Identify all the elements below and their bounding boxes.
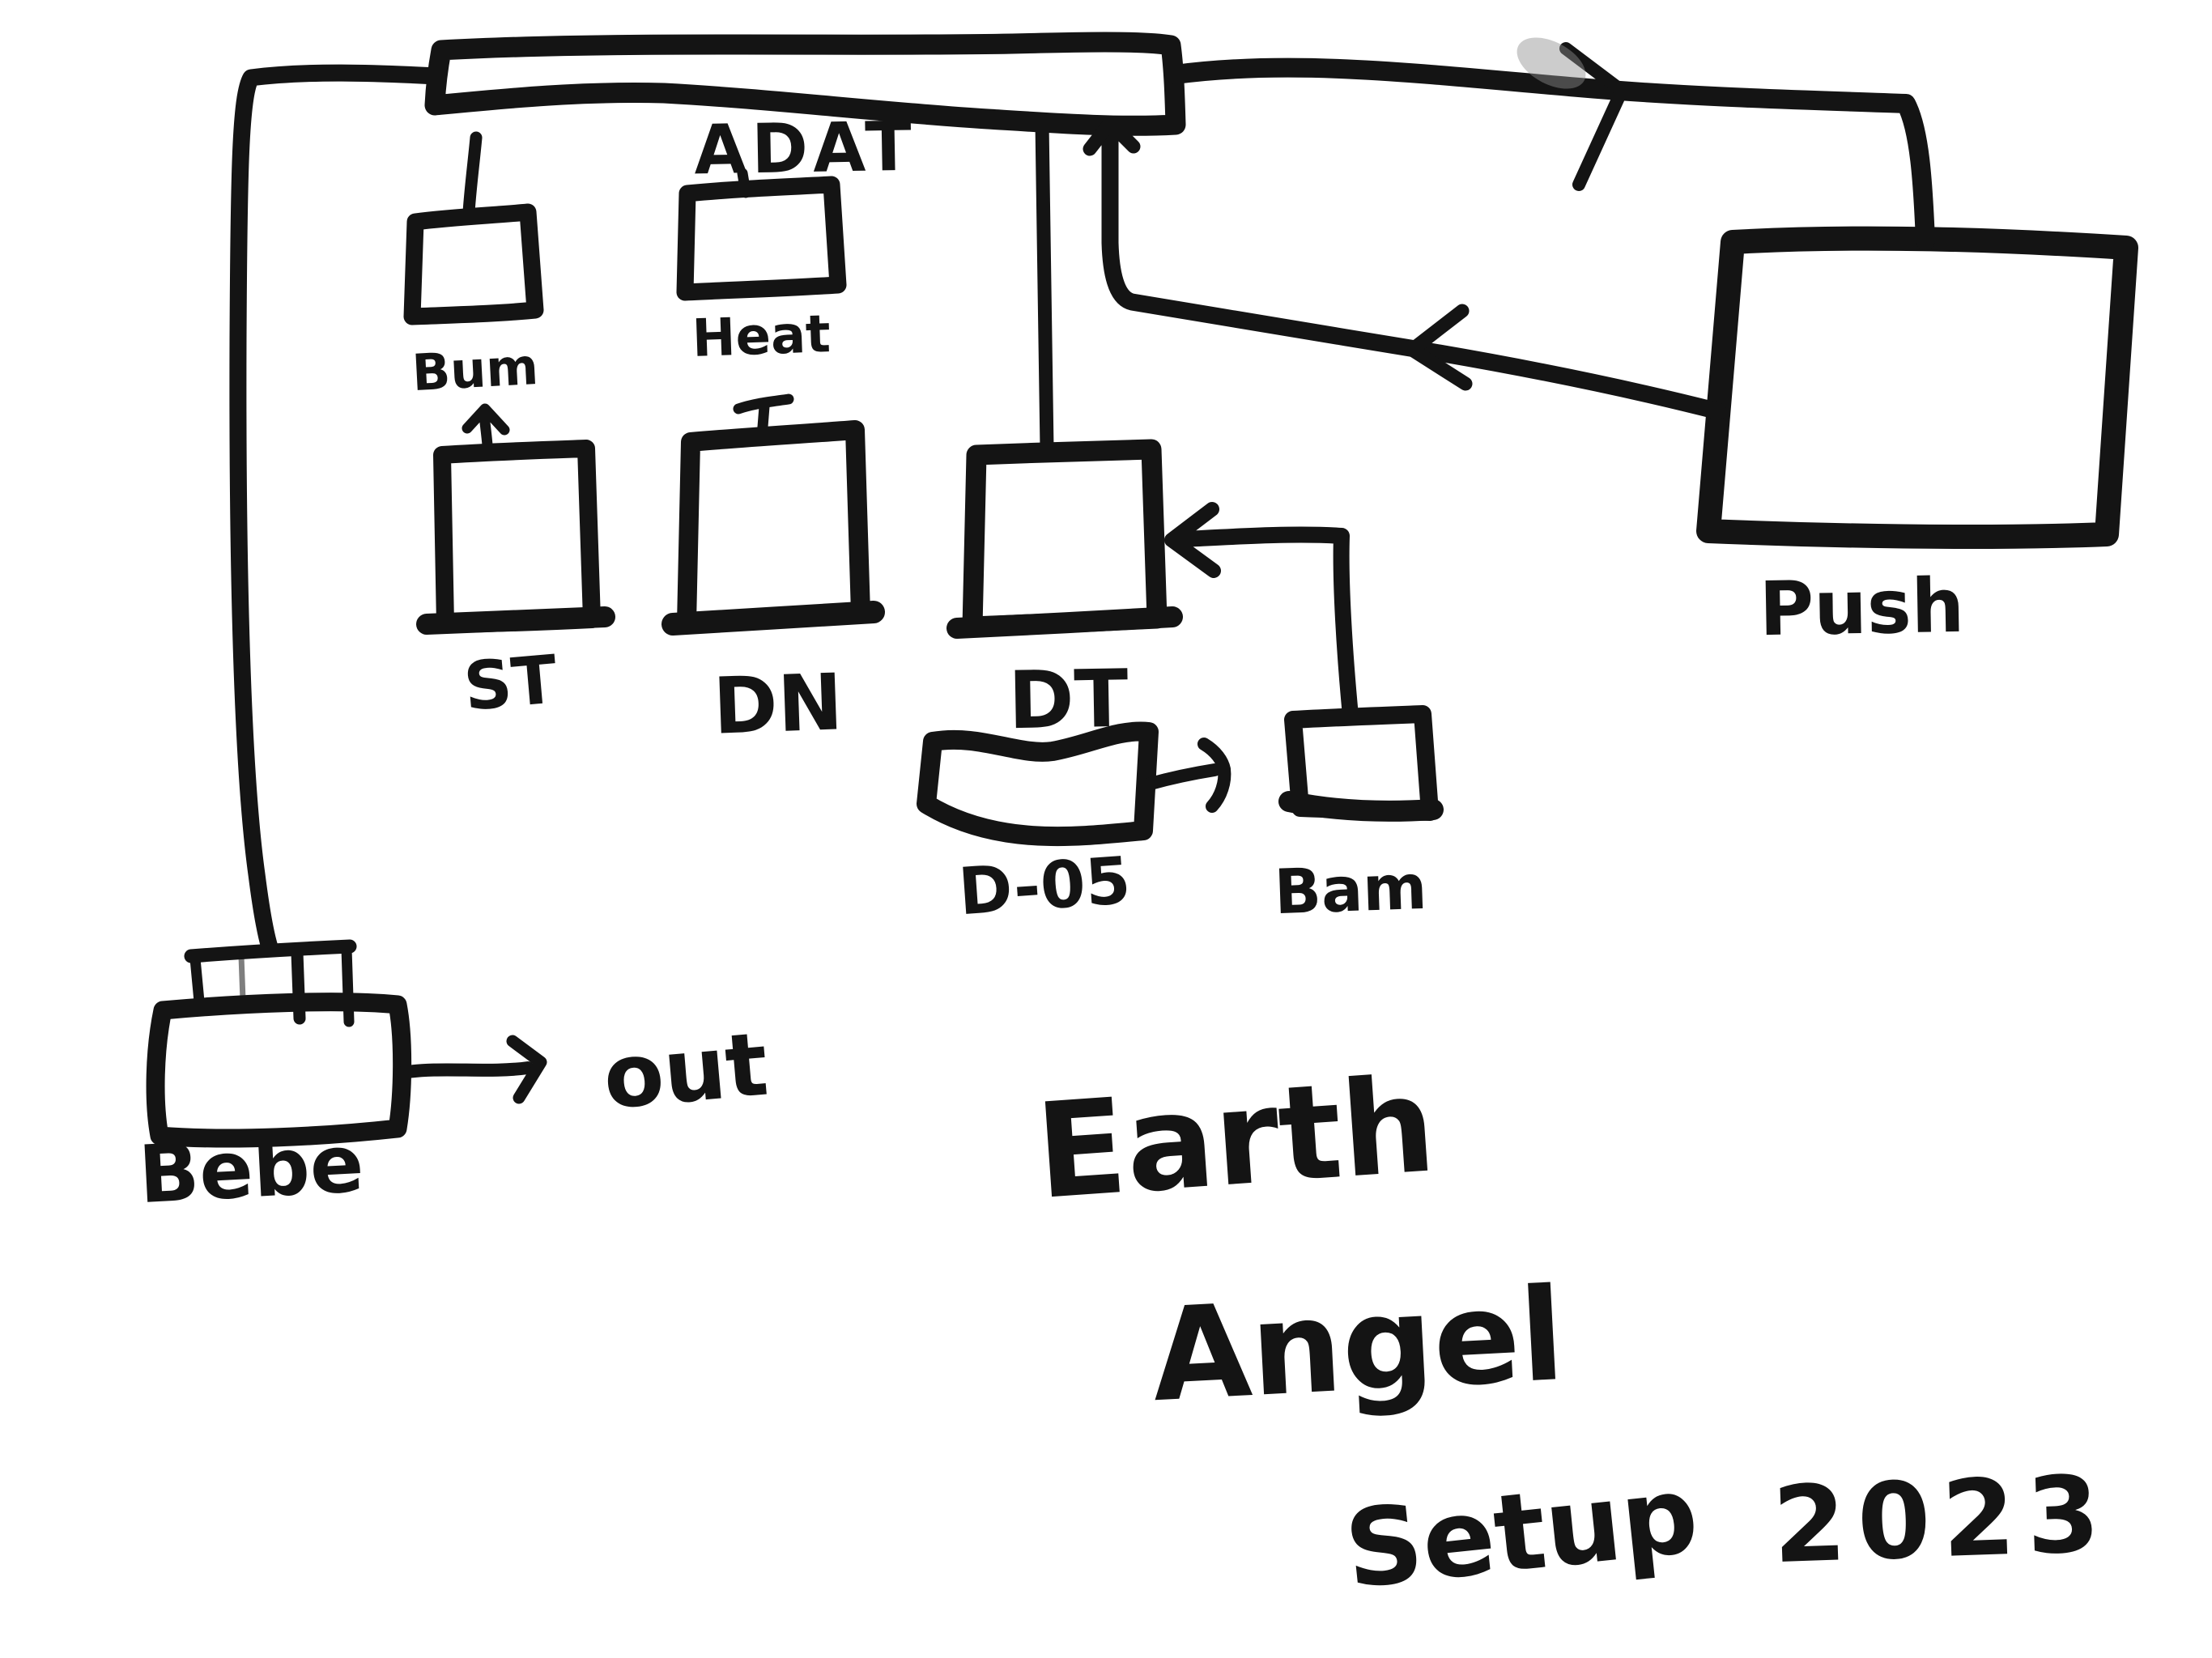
st-label: ST [461,641,560,726]
arrowhead-up-bar [1083,116,1141,156]
arrowhead-up-bum [462,403,510,436]
heat-label: Heat [691,304,832,369]
bebe-label: Bebe [137,1118,366,1222]
bam-label: Bam [1273,851,1427,929]
dn-box [677,420,870,633]
dn-box-bottom-stroke [661,601,885,636]
out-label: out [599,1014,772,1129]
bum-label: Bum [410,337,540,402]
tick-bar-to-bum [462,131,483,219]
label-layer: ADAT Bum Heat ST DN DT D-05 Bam Push Beb… [137,107,2113,1613]
bebe-top-rail [184,939,357,963]
arrowhead-left-dt [1164,502,1221,578]
d05-box [917,721,1159,847]
heat-box-nub [737,168,751,198]
pen-smudge [1516,37,1586,89]
arrow-bam-to-dt [1176,526,1359,724]
arrow-d05-to-bam [1144,763,1221,790]
arrow-st-to-bum [479,409,493,451]
bam-box-bottom-stroke [1278,791,1444,822]
arrowhead-left-pushline [1405,304,1473,391]
bebe-body [146,993,412,1148]
st-box-bottom-stroke [416,606,615,635]
title-line-earth: Earth [1032,1049,1440,1229]
push-box [1696,226,2138,549]
arrowhead-right-bam [1197,738,1231,813]
st-box [433,440,601,633]
dn-t-connector-cap [733,393,794,414]
push-label: Push [1759,563,1965,653]
arrow-bebe-out [396,1061,534,1079]
line-push-to-bar [1101,119,1727,420]
cable-bar-to-bebe [229,64,446,956]
title-year: 2023 [1771,1452,2113,1587]
dn-t-connector-stem [756,401,770,443]
bum-box [403,203,544,325]
d05-label: D-05 [956,843,1133,930]
title-line-angel: Angel [1148,1261,1568,1431]
adat-label: ADAT [693,107,917,190]
ink-layer [146,32,2138,1148]
dt-box [962,439,1168,637]
dt-label: DT [1007,653,1129,748]
line-bar-to-push [1166,57,1935,250]
title-line-setup: Setup [1339,1452,1704,1613]
line-bar-to-dt [1035,116,1054,456]
dt-box-bottom-stroke [946,606,1183,639]
arrowhead-right-out [506,1035,547,1104]
dn-label: DN [712,657,844,752]
bebe-tab-divider-1 [189,953,205,1007]
bebe-tab-divider-2 [238,953,246,1003]
arrowhead-right-topline [1559,42,1628,191]
heat-box [676,176,847,301]
